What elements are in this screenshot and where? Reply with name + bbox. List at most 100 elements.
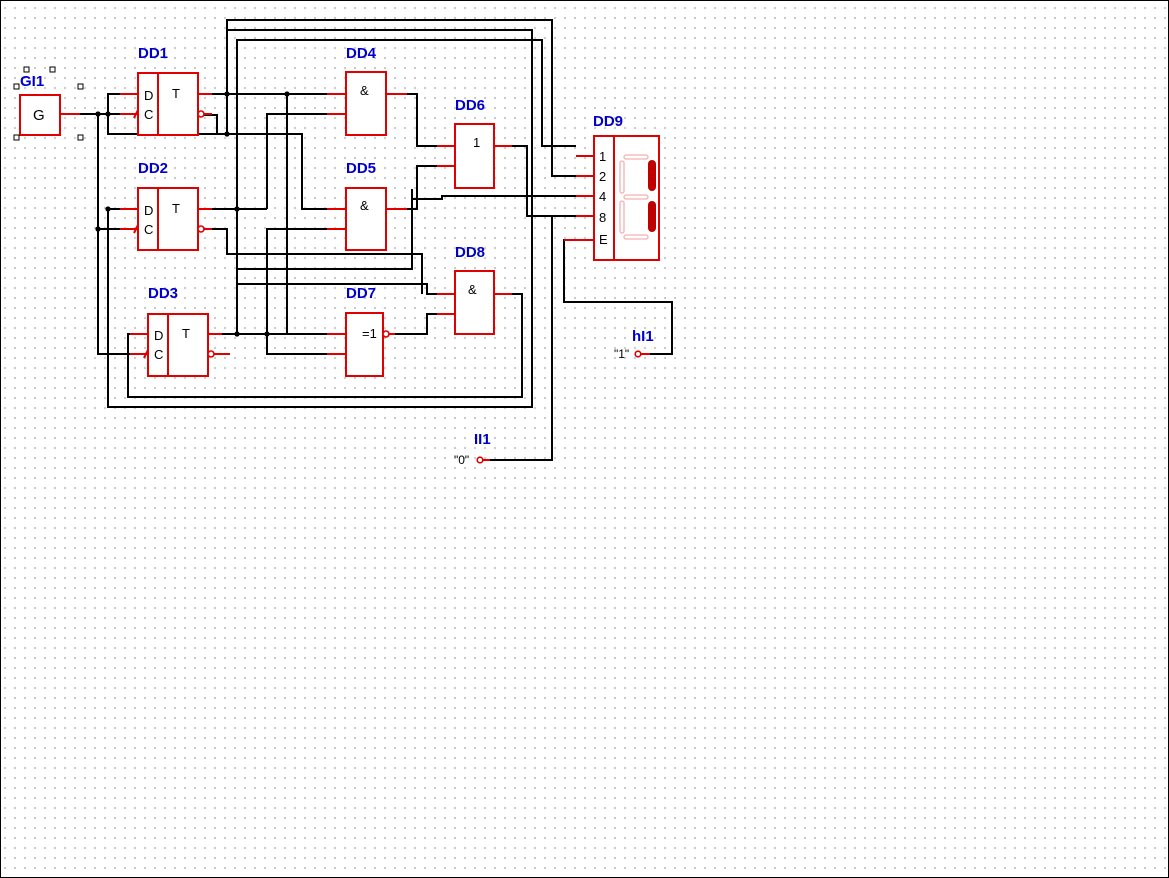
constant-ii1[interactable]: II1 "0" <box>454 431 491 467</box>
display-pin-label: 2 <box>599 169 606 184</box>
wire-dd4-out[interactable] <box>407 93 437 147</box>
junction-dot <box>224 131 230 137</box>
segment-c <box>648 201 656 232</box>
pin-q-bar-bubble <box>207 350 215 358</box>
component-designator: DD1 <box>138 45 168 62</box>
selection-handle[interactable] <box>13 83 20 90</box>
flip-flop-body[interactable] <box>137 187 199 251</box>
junction-dot <box>234 206 240 212</box>
display-pin-label: 8 <box>599 210 606 225</box>
component-designator: DD5 <box>346 160 376 177</box>
component-designator: hI1 <box>632 328 654 345</box>
wire-dd8-out[interactable] <box>411 195 576 229</box>
pin-label-c: C <box>144 107 153 122</box>
junction-dot <box>105 206 111 212</box>
gate-body[interactable] <box>345 71 387 136</box>
pin-label-c: C <box>154 347 163 362</box>
pin-q-bar-bubble <box>197 225 205 233</box>
pin-label-d: D <box>144 88 153 103</box>
segment-e <box>619 200 625 234</box>
junction-dot <box>105 111 111 117</box>
flip-flop-body[interactable] <box>147 313 209 377</box>
component-designator: DD2 <box>138 160 168 177</box>
generator-body[interactable] <box>19 94 61 136</box>
wire-dd1-nq[interactable] <box>217 133 327 210</box>
segment-f <box>619 160 625 194</box>
gate-output-bubble <box>382 330 390 338</box>
gate-symbol: & <box>360 198 369 213</box>
component-designator: DD8 <box>455 244 485 261</box>
and-gate-dd5[interactable]: DD5 & <box>327 160 407 251</box>
segment-d <box>623 234 649 240</box>
flip-flop-dd2[interactable]: DD2 D C T <box>120 160 212 251</box>
wire-dd2-q-down[interactable] <box>236 209 437 295</box>
clock-edge-mark <box>133 109 139 119</box>
junction-dot <box>284 91 290 97</box>
junction-dot <box>95 111 101 117</box>
wire-clock-bus[interactable] <box>97 114 140 355</box>
display-pin-label: 1 <box>599 149 606 164</box>
pin-label-d: D <box>154 328 163 343</box>
wire-dd6-out[interactable] <box>512 145 576 217</box>
pin-q-bar-bubble <box>197 110 205 118</box>
gate-symbol: & <box>360 83 369 98</box>
wire-dd7-in1[interactable] <box>286 94 327 335</box>
component-designator: DD7 <box>346 285 376 302</box>
gate-symbol: & <box>468 282 477 297</box>
flip-flop-body[interactable] <box>137 72 199 136</box>
junction-dot <box>234 331 240 337</box>
generator-symbol: G <box>33 107 45 124</box>
selection-handle[interactable] <box>77 83 84 90</box>
component-designator: DD9 <box>593 113 623 130</box>
junctions <box>95 91 290 337</box>
clock-edge-mark <box>143 349 149 359</box>
wire-dd7-out[interactable] <box>390 313 437 335</box>
segment-b <box>648 160 656 191</box>
gate-symbol: =1 <box>362 326 377 341</box>
wire-dd2-nq[interactable] <box>207 228 423 294</box>
seven-segment-display-dd9[interactable]: DD9 1 2 4 8 E <box>564 113 660 261</box>
generator-gi1[interactable]: GI1 G <box>13 66 84 141</box>
gate-body[interactable] <box>454 270 495 335</box>
wire-dd1-q-up[interactable] <box>226 19 576 177</box>
pin-label-c: C <box>144 222 153 237</box>
junction-dot <box>264 331 270 337</box>
constant-terminal[interactable] <box>476 456 484 464</box>
component-designator: GI1 <box>20 73 44 90</box>
gate-body[interactable] <box>454 123 495 189</box>
and-gate-dd8[interactable]: DD8 & <box>437 244 512 335</box>
flip-flop-symbol: T <box>182 326 190 341</box>
wire-const-zero[interactable] <box>486 216 553 461</box>
constant-value: "1" <box>614 347 629 361</box>
component-designator: II1 <box>474 431 491 448</box>
clock-edge-mark <box>133 224 139 234</box>
flip-flop-symbol: T <box>172 201 180 216</box>
wire-dd3-q-dd5[interactable] <box>266 228 327 334</box>
wire-dd4-in2[interactable] <box>266 113 327 209</box>
flip-flop-dd1[interactable]: DD1 D C T <box>120 45 212 136</box>
display-pin-label: 4 <box>599 189 606 204</box>
and-gate-dd4[interactable]: DD4 & <box>327 45 407 136</box>
constant-hi1[interactable]: hI1 "1" <box>614 328 654 361</box>
gate-body[interactable] <box>345 312 384 377</box>
selection-handle[interactable] <box>23 66 30 73</box>
component-designator: DD6 <box>455 97 485 114</box>
display-pin-label: E <box>599 232 608 247</box>
flip-flop-dd3[interactable]: DD3 D C T <box>130 285 230 377</box>
component-designator: DD4 <box>346 45 377 62</box>
gate-symbol: 1 <box>473 135 480 150</box>
pin-label-d: D <box>144 203 153 218</box>
selection-handle[interactable] <box>13 134 20 141</box>
or-gate-dd6[interactable]: DD6 1 <box>437 97 512 189</box>
selection-handle[interactable] <box>49 66 56 73</box>
constant-terminal[interactable] <box>634 350 642 358</box>
wire-dd3-q-dd7[interactable] <box>266 334 327 355</box>
selection-handle[interactable] <box>77 134 84 141</box>
segment-g <box>623 194 649 200</box>
gate-body[interactable] <box>345 187 387 251</box>
xor-gate-dd7[interactable]: DD7 =1 <box>327 285 395 377</box>
segment-a <box>623 154 649 160</box>
junction-dot <box>95 226 101 232</box>
component-designator: DD3 <box>148 285 178 302</box>
